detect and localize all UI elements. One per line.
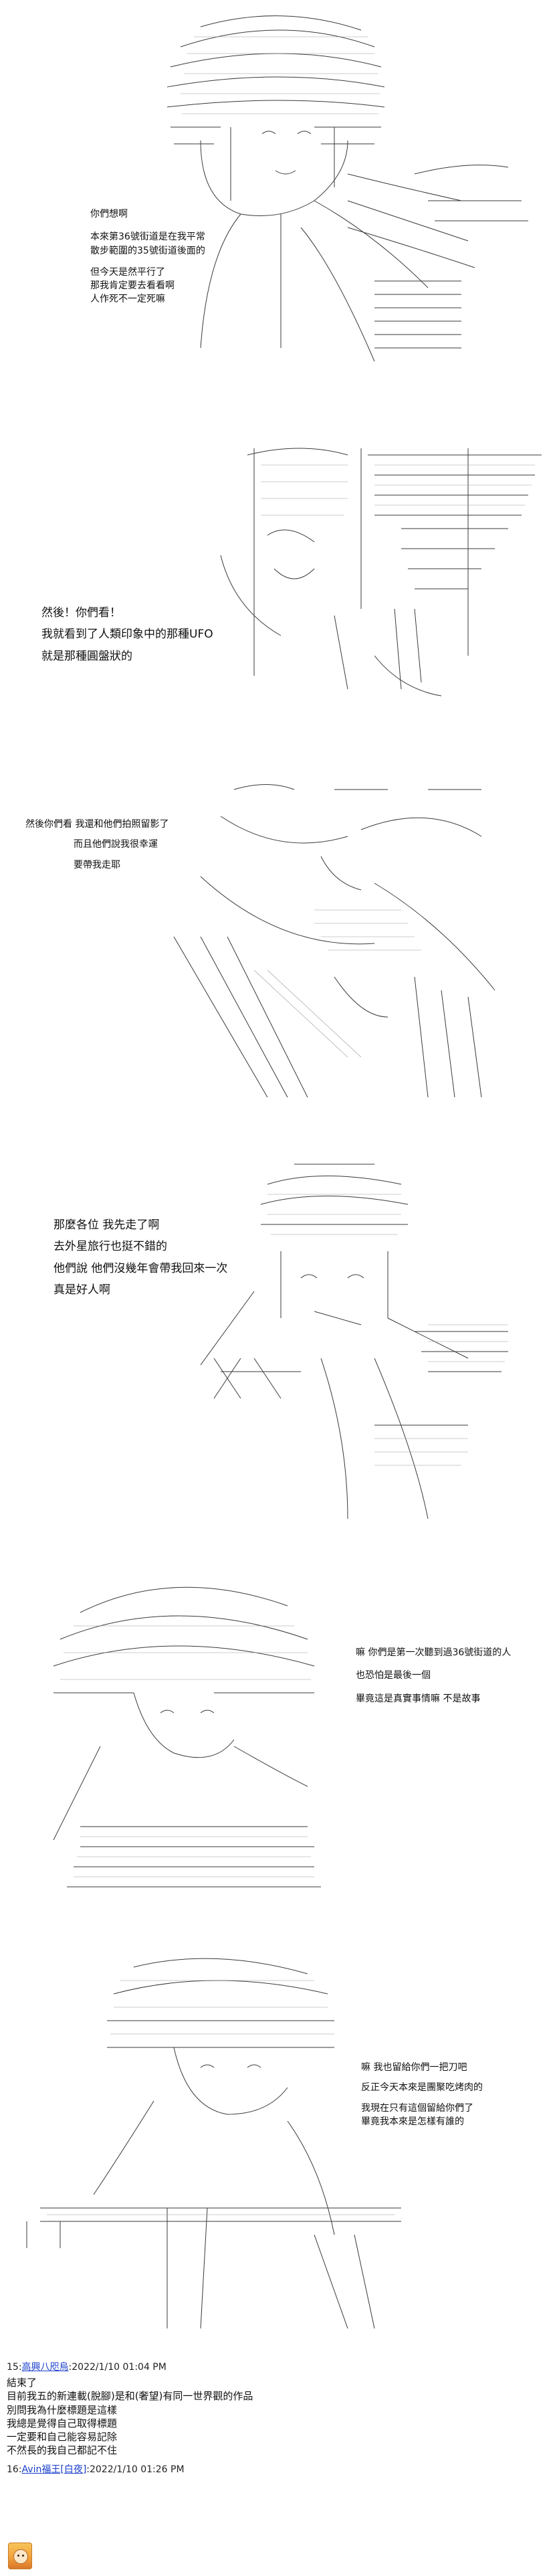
panel-6-artwork <box>0 1954 555 2342</box>
caption-line: 嘛 你們是第一次聽到過36號街道的人 <box>356 1647 512 1658</box>
panel-4-artwork <box>0 1158 555 1532</box>
user-avatar-icon[interactable] <box>8 2543 32 2569</box>
comment-line: 目前我五的新連載(脫腳)是和(奢望)有同一世界觀的作品 <box>7 2390 253 2403</box>
comment-line: 一定要和自己能容易記除 <box>7 2431 118 2443</box>
caption-line: 本來第36號街道是在我平常 <box>90 232 205 243</box>
caption-line: 然後！你們看！ <box>41 606 121 620</box>
caption-line: 他們說 他們沒幾年會帶我回來一次 <box>53 1261 228 1275</box>
caption-line: 散步範圍的35號街道後面的 <box>90 245 205 256</box>
comment-author-link[interactable]: 高興八咫烏 <box>21 2362 69 2373</box>
panel-6-caption: 嘛 我也留給你們一把刀吧 反正今天本來是團聚吃烤肉的 我現在只有這個留給你們了 … <box>361 2061 483 2128</box>
panel-3-artwork <box>0 776 555 1111</box>
avatar-face <box>13 2549 28 2564</box>
comment-number: 16 <box>7 2464 19 2475</box>
comment-number: 15 <box>7 2362 19 2373</box>
caption-line: 去外星旅行也挺不錯的 <box>53 1240 167 1254</box>
comment-post: 16:Avin福王[白夜]:2022/1/10 01:26 PM <box>7 2463 548 2477</box>
caption-line: 你們想啊 <box>90 209 128 219</box>
panel-1-caption: 你們想啊 本來第36號街道是在我平常 散步範圍的35號街道後面的 但今天是然平行… <box>90 207 205 306</box>
comment-body: 結束了 目前我五的新連載(脫腳)是和(奢望)有同一世界觀的作品 別問我為什麼標題… <box>7 2376 548 2458</box>
comment-line: 不然長的我自己都記不住 <box>7 2444 118 2457</box>
panel-2-artwork <box>0 435 555 723</box>
comment-list: 15:高興八咫烏:2022/1/10 01:04 PM 結束了 目前我五的新連載… <box>7 2361 548 2477</box>
caption-line: 嘛 我也留給你們一把刀吧 <box>361 2062 467 2073</box>
caption-line: 畢竟這是真實事情嘛 不是故事 <box>356 1693 481 1704</box>
comment-line: 我總是覺得自己取得標題 <box>7 2417 118 2429</box>
panel-5-artwork <box>0 1572 555 1920</box>
caption-line: 我現在只有這個留給你們了 <box>361 2102 473 2114</box>
caption-line: 人作死不一定死嘛 <box>90 294 165 305</box>
caption-line: 反正今天本來是團聚吃烤肉的 <box>361 2082 483 2094</box>
comment-header: 15:高興八咫烏:2022/1/10 01:04 PM <box>7 2362 166 2373</box>
caption-line: 但今天是然平行了 <box>90 266 165 278</box>
comment-post: 15:高興八咫烏:2022/1/10 01:04 PM 結束了 目前我五的新連載… <box>7 2361 548 2458</box>
caption-line: 真是好人啊 <box>53 1283 110 1297</box>
comment-line: 別問我為什麼標題是這樣 <box>7 2403 118 2416</box>
comment-line: 結束了 <box>7 2377 37 2389</box>
panel-2-caption: 然後！你們看！ 我就看到了人類印象中的那種UFO 就是那種圓盤狀的 <box>41 602 213 667</box>
caption-line: 那麼各位 我先走了啊 <box>53 1218 160 1232</box>
caption-line: 也恐怕是最後一個 <box>356 1670 431 1681</box>
caption-line: 而且他們說我很幸運 <box>74 839 158 850</box>
comment-date: 2022/1/10 01:26 PM <box>90 2464 185 2475</box>
comment-header: 16:Avin福王[白夜]:2022/1/10 01:26 PM <box>7 2464 185 2475</box>
caption-line: 畢竟我本來是怎樣有誰的 <box>361 2116 464 2127</box>
caption-line: 我就看到了人類印象中的那種UFO <box>41 628 213 642</box>
caption-line: 那我肯定要去看看啊 <box>90 280 175 292</box>
caption-line: 然後你們看 我還和他們拍照留影了 <box>25 819 169 830</box>
caption-line: 就是那種圓盤狀的 <box>41 649 132 663</box>
comment-author-link[interactable]: Avin福王[白夜] <box>21 2464 87 2475</box>
panel-5-caption: 嘛 你們是第一次聽到過36號街道的人 也恐怕是最後一個 畢竟這是真實事情嘛 不是… <box>356 1646 511 1706</box>
comment-date: 2022/1/10 01:04 PM <box>72 2362 166 2373</box>
panel-1-artwork <box>0 0 555 375</box>
panel-3-caption: 然後你們看 我還和他們拍照留影了 而且他們說我很幸運 要帶我走耶 <box>25 818 169 872</box>
panel-4-caption: 那麼各位 我先走了啊 去外星旅行也挺不錯的 他們說 他們沒幾年會帶我回來一次 真… <box>53 1214 227 1301</box>
caption-line: 要帶我走耶 <box>74 859 120 870</box>
